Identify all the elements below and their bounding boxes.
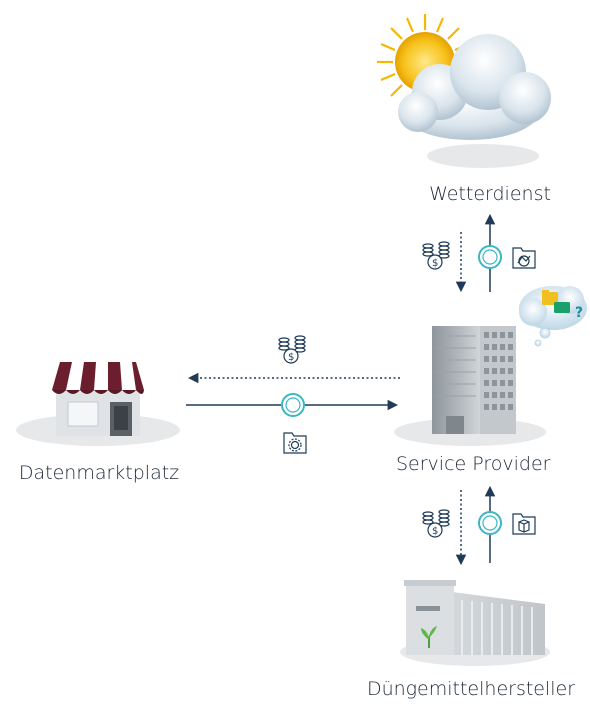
svg-text:?: ? [575,305,583,321]
shop-icon [16,362,180,446]
coins-icon: $ [422,241,450,270]
folder-icon [512,513,536,535]
fertilizer-manufacturer-label: Düngemittelhersteller [366,678,576,700]
data-marketplace-label: Datenmarktplatz [18,462,180,484]
svg-text:$: $ [432,526,438,537]
folder-question-icon: ? [519,286,587,347]
flow-weather-provider [455,213,502,293]
factory-icon [400,580,550,666]
svg-text:$: $ [288,352,294,363]
building-icon [394,326,546,446]
svg-text:$: $ [432,258,438,269]
coins-icon: $ [278,335,306,364]
coins-icon: $ [422,509,450,538]
flow-provider-factory [455,485,502,566]
weather-icon [377,14,551,168]
service-provider-label: Service Provider [396,453,551,475]
flow-marketplace-provider [186,372,400,417]
folder-icon [283,432,307,454]
folder-icon [512,247,536,269]
weather-service-label: Wetterdienst [429,183,551,205]
